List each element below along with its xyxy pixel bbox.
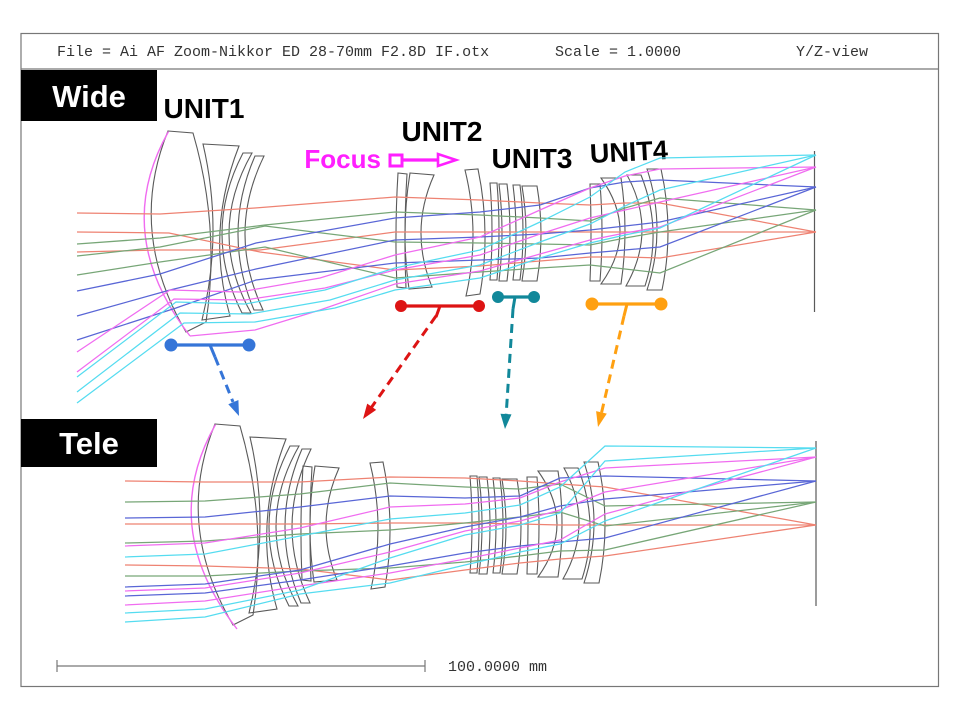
svg-text:100.0000 mm: 100.0000 mm bbox=[448, 659, 547, 676]
svg-text:UNIT2: UNIT2 bbox=[402, 116, 483, 147]
svg-text:Scale = 1.0000: Scale = 1.0000 bbox=[555, 44, 681, 61]
svg-text:Focus: Focus bbox=[304, 144, 381, 174]
svg-text:UNIT3: UNIT3 bbox=[492, 143, 573, 174]
svg-text:Y/Z-view: Y/Z-view bbox=[796, 44, 868, 61]
svg-text:Wide: Wide bbox=[52, 79, 126, 114]
svg-text:UNIT1: UNIT1 bbox=[164, 93, 245, 124]
svg-text:Tele: Tele bbox=[59, 426, 119, 461]
svg-text:File = Ai AF Zoom-Nikkor ED 28: File = Ai AF Zoom-Nikkor ED 28-70mm F2.8… bbox=[57, 44, 489, 61]
svg-text:UNIT4: UNIT4 bbox=[589, 135, 668, 169]
